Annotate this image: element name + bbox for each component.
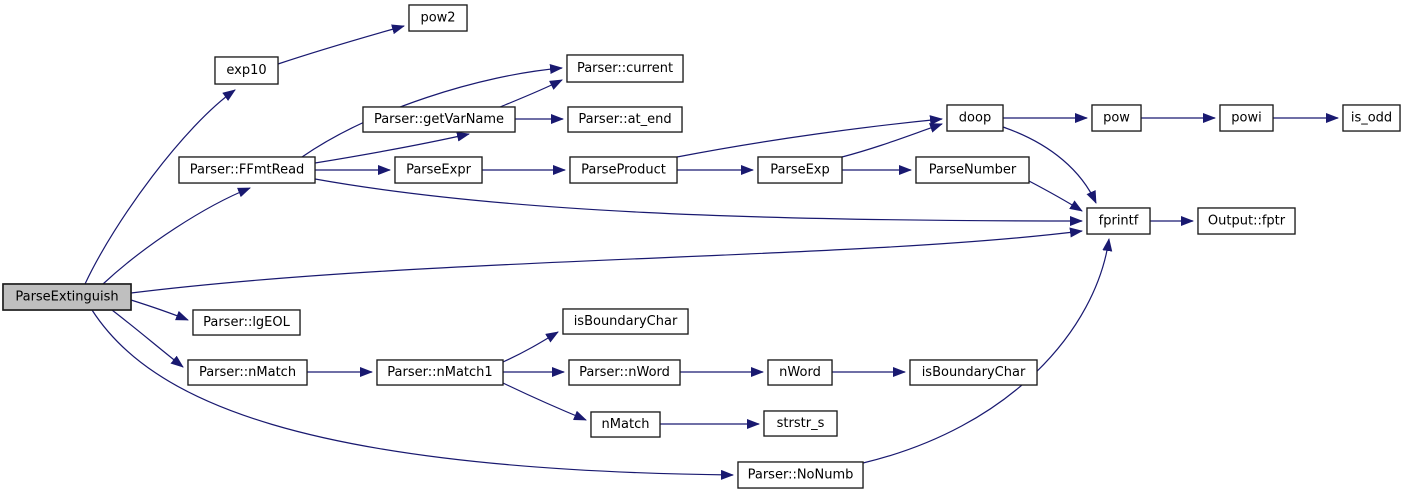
- edge-doop-fprintf: [1002, 126, 1097, 204]
- svg-text:pow: pow: [1103, 111, 1130, 126]
- node-exp10[interactable]: exp10: [214, 56, 279, 85]
- svg-text:ParseExp: ParseExp: [770, 163, 830, 178]
- edge-getvarname-current: [499, 79, 563, 108]
- nodes: ParseExtinguish pow2 exp10 Parser::curre…: [2, 4, 1401, 489]
- edge-nonumb-fprintf: [862, 238, 1113, 464]
- edge-parseexp-doop: [841, 123, 943, 158]
- edge-parseextinguish-fprintf: [130, 227, 1083, 294]
- edges: [84, 24, 1339, 480]
- node-parse-extinguish[interactable]: ParseExtinguish: [2, 283, 132, 311]
- node-parse-exp[interactable]: ParseExp: [757, 156, 843, 184]
- edge-parseextinguish-nonumb: [91, 309, 734, 480]
- svg-text:isBoundaryChar: isBoundaryChar: [922, 365, 1026, 380]
- svg-text:Parser::current: Parser::current: [577, 61, 673, 76]
- node-nword[interactable]: nWord: [767, 359, 833, 386]
- svg-text:strstr_s: strstr_s: [777, 416, 825, 431]
- node-parser-ffmtread[interactable]: Parser::FFmtRead: [178, 156, 316, 184]
- svg-text:ParseNumber: ParseNumber: [929, 163, 1017, 178]
- svg-text:Parser::FFmtRead: Parser::FFmtRead: [190, 163, 305, 178]
- svg-text:Parser::getVarName: Parser::getVarName: [374, 112, 504, 127]
- svg-text:Parser::at_end: Parser::at_end: [578, 112, 671, 127]
- svg-text:ParseExtinguish: ParseExtinguish: [15, 290, 118, 305]
- node-parse-number[interactable]: ParseNumber: [915, 156, 1030, 184]
- node-nmatch[interactable]: nMatch: [590, 411, 661, 438]
- edge-parseextinguish-exp10: [84, 89, 236, 285]
- svg-text:ParseExpr: ParseExpr: [406, 163, 471, 178]
- edge-ffmtread-current: [301, 64, 563, 158]
- node-parse-product[interactable]: ParseProduct: [569, 156, 678, 184]
- node-output-fptr[interactable]: Output::fptr: [1197, 207, 1296, 235]
- node-parser-lgeol[interactable]: Parser::lgEOL: [192, 309, 301, 336]
- svg-text:doop: doop: [959, 111, 991, 126]
- edge-parseproduct-doop: [676, 115, 943, 158]
- edge-parseextinguish-ffmtread: [102, 187, 251, 285]
- svg-text:Parser::nWord: Parser::nWord: [579, 365, 670, 380]
- node-parser-current[interactable]: Parser::current: [566, 54, 684, 83]
- svg-text:is_odd: is_odd: [1351, 111, 1392, 126]
- svg-text:Parser::NoNumb: Parser::NoNumb: [748, 468, 854, 483]
- edge-ffmtread-fprintf: [314, 178, 1083, 226]
- node-isboundarychar-top[interactable]: isBoundaryChar: [562, 308, 689, 335]
- edge-ffmtread-getvarname: [314, 131, 470, 164]
- svg-text:Parser::nMatch1: Parser::nMatch1: [387, 365, 492, 380]
- edge-nmatch1-isboundarychar: [502, 331, 559, 363]
- svg-text:exp10: exp10: [226, 63, 266, 78]
- edge-exp10-pow2: [277, 24, 405, 65]
- svg-text:isBoundaryChar: isBoundaryChar: [574, 314, 678, 329]
- node-doop[interactable]: doop: [946, 104, 1004, 132]
- node-pow[interactable]: pow: [1091, 104, 1142, 132]
- node-parser-nmatch1[interactable]: Parser::nMatch1: [376, 359, 504, 386]
- node-parser-nonumb[interactable]: Parser::NoNumb: [737, 461, 864, 489]
- node-strstr-s[interactable]: strstr_s: [763, 410, 838, 437]
- svg-text:pow2: pow2: [420, 11, 455, 26]
- svg-text:Parser::lgEOL: Parser::lgEOL: [203, 315, 291, 330]
- node-fprintf[interactable]: fprintf: [1086, 207, 1151, 235]
- node-parse-expr[interactable]: ParseExpr: [394, 156, 483, 184]
- edge-nmatch1-nmatchfn: [502, 382, 587, 421]
- svg-text:Output::fptr: Output::fptr: [1208, 214, 1286, 229]
- node-isboundarychar-bottom[interactable]: isBoundaryChar: [909, 359, 1038, 386]
- svg-text:powi: powi: [1231, 111, 1261, 126]
- svg-text:ParseProduct: ParseProduct: [581, 163, 666, 178]
- node-parser-nmatch[interactable]: Parser::nMatch: [187, 359, 308, 386]
- edge-parsenumber-fprintf: [1028, 180, 1083, 212]
- node-is-odd[interactable]: is_odd: [1342, 104, 1401, 132]
- edge-parseextinguish-nmatch: [111, 309, 184, 368]
- svg-text:Parser::nMatch: Parser::nMatch: [199, 365, 296, 380]
- svg-text:fprintf: fprintf: [1099, 214, 1139, 229]
- node-parser-getvarname[interactable]: Parser::getVarName: [362, 106, 516, 133]
- node-parser-nword[interactable]: Parser::nWord: [568, 359, 681, 386]
- node-parser-at-end[interactable]: Parser::at_end: [567, 106, 683, 133]
- svg-text:nWord: nWord: [779, 365, 821, 380]
- node-pow2[interactable]: pow2: [408, 4, 468, 32]
- svg-text:nMatch: nMatch: [602, 417, 650, 432]
- node-powi[interactable]: powi: [1219, 104, 1274, 132]
- edge-parseextinguish-lgeol: [130, 299, 189, 321]
